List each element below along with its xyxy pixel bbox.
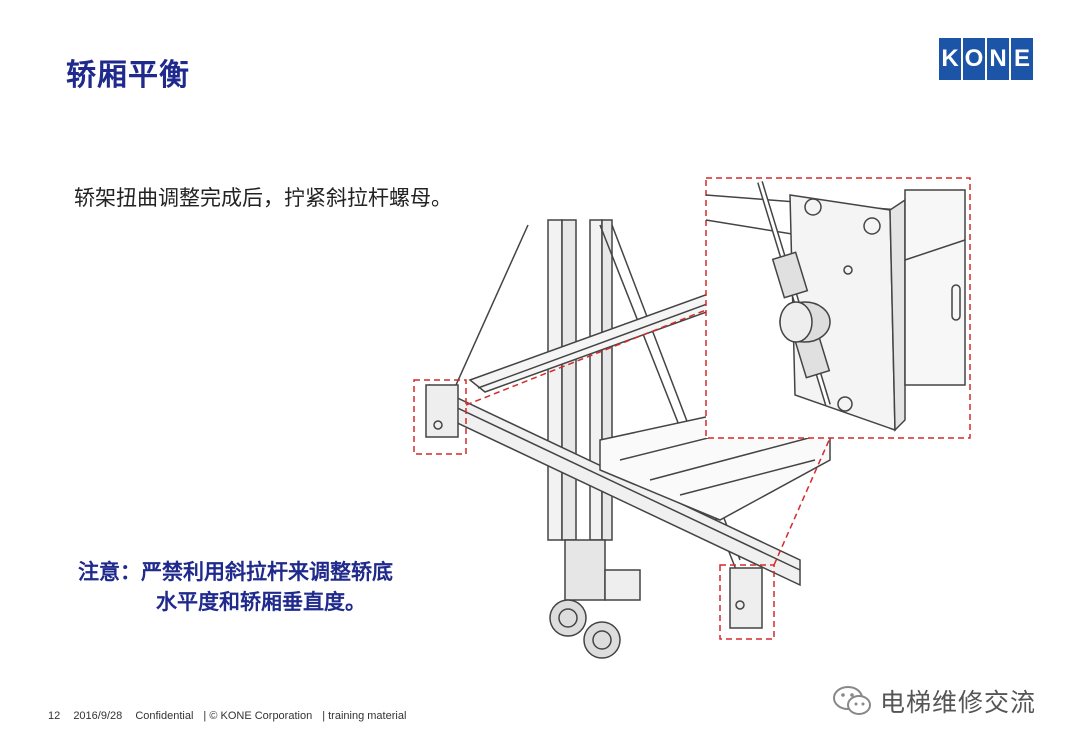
footer-copyright: © KONE Corporation (209, 710, 313, 722)
warning-line-2: 水平度和轿厢垂直度。 (156, 590, 366, 614)
kone-logo: K O N E (939, 38, 1033, 80)
footer-date: 2016/9/28 (73, 710, 123, 722)
zoom-inset (705, 177, 971, 439)
footer-material: training material (328, 710, 407, 722)
instruction-text: 轿架扭曲调整完成后，拧紧斜拉杆螺母。 (74, 186, 452, 210)
logo-letter: O (963, 38, 985, 80)
page-number: 12 (48, 710, 61, 722)
logo-letter: K (939, 38, 961, 80)
watermark: 电梯维修交流 (832, 683, 1036, 719)
wechat-icon (833, 686, 871, 715)
footer-confidential: Confidential (135, 710, 194, 722)
warning-note: 注意：严禁利用斜拉杆来调整轿底 水平度和轿厢垂直度。 (78, 557, 393, 617)
logo-letter: N (987, 38, 1009, 80)
warning-line-1: 注意：严禁利用斜拉杆来调整轿底 (78, 560, 393, 584)
slide-title: 轿厢平衡 (66, 58, 190, 93)
logo-letter: E (1011, 38, 1033, 80)
slide-footer: 12 2016/9/28 Confidential| © KONE Corpor… (48, 710, 407, 722)
watermark-text: 电梯维修交流 (880, 688, 1037, 717)
